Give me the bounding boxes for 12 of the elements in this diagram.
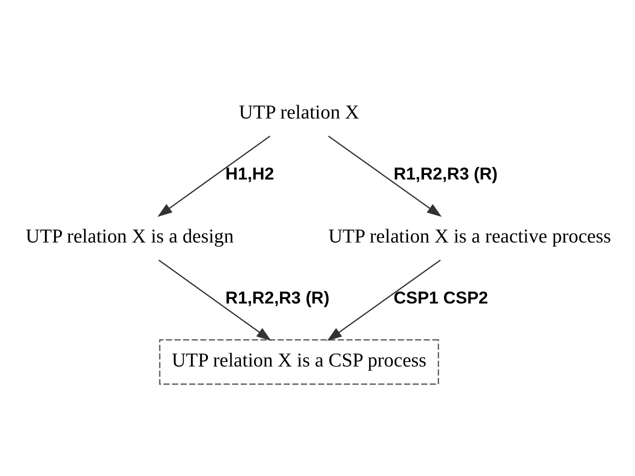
edge-label: H1,H2: [225, 163, 274, 184]
edge-label: CSP1 CSP2: [394, 287, 488, 308]
arrow: [158, 260, 272, 341]
node-box: UTP relation X is a CSP process: [159, 339, 440, 385]
node-text: UTP relation X: [238, 102, 360, 124]
edge-label: R1,R2,R3 (R): [225, 287, 330, 308]
arrow: [157, 136, 270, 217]
node-text: UTP relation X is a design: [26, 226, 234, 248]
node-text: UTP relation X is a reactive process: [328, 226, 612, 248]
arrow: [328, 136, 442, 217]
edge-label: R1,R2,R3 (R): [394, 163, 498, 184]
arrow: [327, 260, 441, 341]
